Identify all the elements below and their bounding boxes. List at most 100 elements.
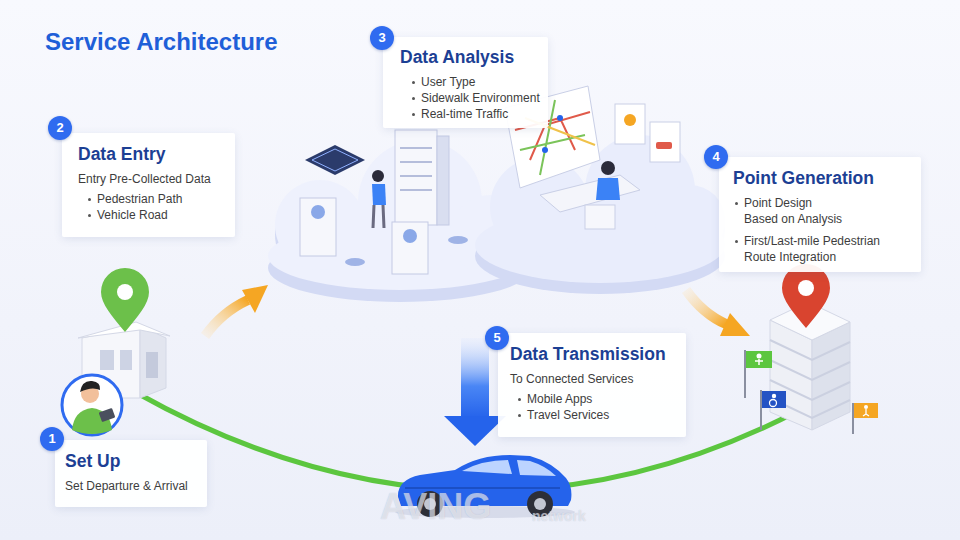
step-heading: Data Entry <box>78 143 229 165</box>
cloud-body <box>275 180 365 270</box>
bullet-text: First/Last-mile Pedestrian Route Integra… <box>744 233 894 265</box>
flow-arrow-shaft <box>205 300 248 336</box>
bullet-row: Mobile Apps <box>510 391 680 407</box>
bullet-dot <box>412 97 415 100</box>
avatar-tablet <box>99 408 116 422</box>
bullet-dot <box>412 113 415 116</box>
access-flags <box>745 350 878 434</box>
worker-head <box>372 170 384 182</box>
watermark: network <box>532 508 586 524</box>
user-avatar <box>62 375 122 435</box>
avatar-ring <box>62 375 122 435</box>
flow-arrow-head <box>242 285 268 313</box>
server-fan <box>403 229 417 243</box>
flag-icon <box>772 394 776 398</box>
server-slot <box>400 161 432 163</box>
building-door <box>146 352 158 378</box>
step-box: 4Point GenerationPoint Design Based on A… <box>719 157 921 272</box>
operator-body <box>596 178 620 200</box>
step-heading: Data Transmission <box>510 343 680 365</box>
worker-legs <box>373 205 384 228</box>
avatar-hair <box>80 381 100 392</box>
watermark: AVING <box>380 486 491 528</box>
flag-icon <box>755 359 763 365</box>
bullet-text: Sidewalk Environment <box>421 90 540 106</box>
bullet-row: Pedestrian Path <box>78 191 229 207</box>
car-window <box>517 460 556 476</box>
server-rack <box>395 130 437 225</box>
floor-vent <box>448 236 468 244</box>
bullet-dot <box>518 398 521 401</box>
server-slot <box>400 189 432 191</box>
diagram-title: Service Architecture <box>45 28 278 56</box>
transmit-arrow-shaft <box>461 338 489 418</box>
step-number: 3 <box>370 26 394 50</box>
step-number: 1 <box>40 427 64 451</box>
step-box: 3Data AnalysisUser TypeSidewalk Environm… <box>383 37 548 128</box>
floor-vent <box>345 258 365 266</box>
flag-pole <box>744 350 746 398</box>
bullet-text: Mobile Apps <box>527 391 592 407</box>
flow-arrow-head <box>720 313 750 336</box>
step-number: 4 <box>704 145 728 169</box>
bullet-row: First/Last-mile Pedestrian Route Integra… <box>733 233 915 265</box>
pin-dot <box>798 280 814 296</box>
building-window <box>100 350 114 370</box>
bullet-row: Vehicle Road <box>78 207 229 223</box>
bullet-row: Sidewalk Environment <box>400 90 542 106</box>
blueprint-lines <box>312 149 358 171</box>
side-screen <box>615 104 645 144</box>
tower-right <box>812 322 850 430</box>
flag-icon <box>770 400 777 407</box>
step-number: 5 <box>485 326 509 350</box>
flag <box>762 391 786 408</box>
bullet-dot <box>412 81 415 84</box>
server-slot <box>400 147 432 149</box>
step-number: 2 <box>48 116 72 140</box>
bullet-row: Real-time Traffic <box>400 106 542 122</box>
transmit-arrow-head <box>444 416 506 446</box>
step-box: 2Data EntryEntry Pre-Collected DataPedes… <box>62 133 235 237</box>
bullet-row: Point Design Based on Analysis <box>733 195 915 227</box>
bullet-row: Travel Services <box>510 407 680 423</box>
screen-icon <box>624 114 636 126</box>
bullet-text: Point Design Based on Analysis <box>744 195 846 227</box>
bullet-dot <box>735 240 738 243</box>
worker-body <box>372 184 386 205</box>
server-fan <box>311 205 325 219</box>
map-pin <box>542 147 548 153</box>
car-window <box>462 460 512 474</box>
server-rack <box>392 222 428 274</box>
bullet-text: Real-time Traffic <box>421 106 508 122</box>
operator-seat <box>585 205 615 229</box>
building-window <box>120 350 132 370</box>
origin-pin <box>101 268 149 332</box>
destination-pin <box>782 264 830 328</box>
server-room <box>300 130 468 274</box>
flag <box>746 351 772 368</box>
server-side <box>437 136 449 225</box>
step-text: Set Departure & Arrival <box>65 478 201 494</box>
bullet-text: User Type <box>421 74 475 90</box>
flow-arrow-shaft <box>686 290 726 324</box>
bullet-text: Pedestrian Path <box>97 191 182 207</box>
bullet-dot <box>88 198 91 201</box>
flag <box>854 403 878 418</box>
blueprint-panel <box>305 145 365 175</box>
bullet-dot <box>735 202 738 205</box>
server-slot <box>400 175 432 177</box>
bullet-text: Travel Services <box>527 407 609 423</box>
server-rack <box>300 198 336 256</box>
step-text: To Connected Services <box>510 371 680 387</box>
bullet-text: Vehicle Road <box>97 207 168 223</box>
flag-icon <box>863 409 869 416</box>
step-box: 1Set UpSet Departure & Arrival <box>55 440 207 507</box>
building-side <box>140 326 166 398</box>
flag-icon <box>864 405 868 409</box>
step-heading: Set Up <box>65 450 201 472</box>
pin-dot <box>117 284 133 300</box>
cloud-body <box>655 185 725 255</box>
step-box: 5Data TransmissionTo Connected ServicesM… <box>498 333 686 437</box>
operator-head <box>601 161 615 175</box>
